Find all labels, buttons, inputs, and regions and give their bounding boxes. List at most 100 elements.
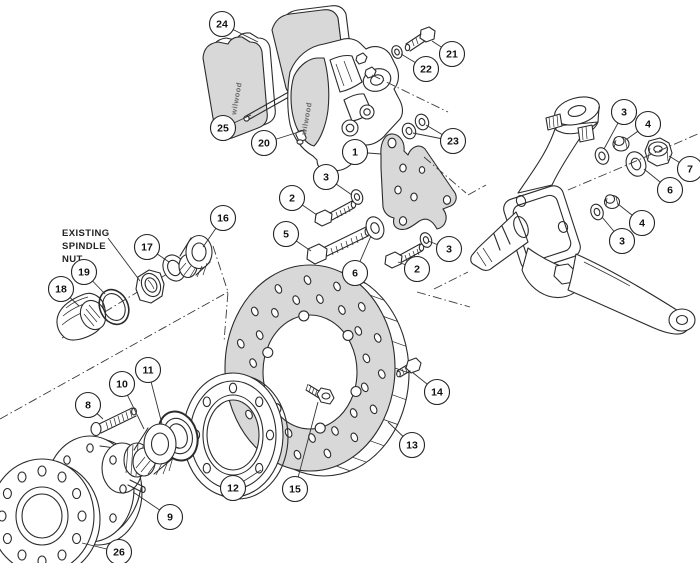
callout-8: 8 <box>74 391 104 420</box>
callout-number: 6 <box>352 268 358 280</box>
callout-number: 7 <box>687 164 693 176</box>
bolt-2-upper <box>314 200 357 227</box>
callout-number: 24 <box>216 19 228 31</box>
callout-circle <box>656 176 684 204</box>
callout-number: 3 <box>619 236 625 248</box>
svg-text:EXISTING SPINDLE N: EXISTING SPINDLE NUT <box>62 228 113 265</box>
callout-15: 15 <box>281 401 319 503</box>
callout-number: 2 <box>414 264 420 276</box>
callout-number: 8 <box>85 400 91 412</box>
steering-knuckle <box>470 96 696 335</box>
callout-circle <box>341 259 369 287</box>
callout-circle <box>398 431 426 459</box>
callout-circle <box>219 474 247 502</box>
callout-12: 12 <box>219 469 262 502</box>
callout-number: 12 <box>227 483 239 495</box>
callout-circle <box>403 255 431 283</box>
callout-circle <box>47 275 75 303</box>
washer-3-right-upper <box>594 147 610 165</box>
callout-circle <box>435 235 463 263</box>
spindle-tip-flats <box>476 247 493 267</box>
callout-circle <box>439 127 467 155</box>
inner-bearing <box>132 423 177 477</box>
bearing-rollers <box>178 262 208 278</box>
callout-number: 3 <box>323 172 329 184</box>
callout-14: 14 <box>411 371 451 406</box>
callout-number: 11 <box>142 365 153 377</box>
callout-3: 3 <box>601 216 636 255</box>
callout-number: 3 <box>621 107 627 119</box>
callout-number: 19 <box>78 267 90 279</box>
existing-spindle-nut <box>135 269 165 304</box>
hub-press-stud <box>127 479 146 494</box>
callout-22: 22 <box>400 53 440 83</box>
callout-circle <box>208 10 236 38</box>
callout-circle <box>272 220 300 248</box>
callout-circle <box>74 391 102 419</box>
callout-13: 13 <box>387 421 426 459</box>
callout-25: 25 <box>209 114 252 142</box>
callout-3: 3 <box>427 235 463 263</box>
callout-number: 5 <box>283 229 289 241</box>
callout-circle <box>209 204 237 232</box>
brake-rotor <box>224 264 410 477</box>
bracket-washers <box>401 113 430 140</box>
callout-10: 10 <box>108 370 145 430</box>
drive-flange <box>0 458 101 563</box>
washer-6-right <box>625 151 647 177</box>
callout-26: 26 <box>81 538 133 563</box>
callout-number: 20 <box>258 138 270 150</box>
existing-spindle-nut-label: EXISTING SPINDLE NUT <box>62 228 141 282</box>
rotor-center-notches <box>262 310 362 434</box>
assembly-centerlines-front <box>371 74 700 308</box>
callout-circle <box>278 184 306 212</box>
callout-number: 1 <box>352 147 358 159</box>
washer-3-lower <box>419 232 433 248</box>
callout-circle <box>250 129 278 157</box>
callout-19: 19 <box>70 258 106 295</box>
stud-threads <box>105 409 133 430</box>
callout-2: 2 <box>278 184 318 216</box>
callout-circle <box>608 227 636 255</box>
callout-number: 4 <box>639 218 645 230</box>
callout-circle <box>134 356 162 384</box>
callout-4: 4 <box>626 110 662 140</box>
callout-circle <box>341 138 369 166</box>
banjo-bolt <box>404 26 436 52</box>
label-line-3: NUT <box>62 254 83 265</box>
caliper-bracket <box>380 133 457 230</box>
dust-cap <box>56 292 107 341</box>
callout-4: 4 <box>617 203 656 237</box>
callout-circle <box>438 40 466 68</box>
wheel-stud <box>90 407 137 437</box>
callout-circle <box>281 475 309 503</box>
rotor-adapter-hat <box>182 372 289 500</box>
callout-5: 5 <box>272 220 312 252</box>
callout-16: 16 <box>202 204 237 248</box>
callout-number: 18 <box>55 284 67 296</box>
callout-circle <box>634 110 662 138</box>
callout-circle <box>676 155 700 183</box>
callout-2: 2 <box>397 255 431 283</box>
callout-9: 9 <box>132 491 184 531</box>
callout-7: 7 <box>668 155 700 183</box>
crush-washer <box>391 45 403 59</box>
callout-number: 4 <box>645 119 651 131</box>
callout-1: 1 <box>341 138 382 166</box>
callout-number: 22 <box>420 64 432 76</box>
callout-number: 6 <box>667 185 673 197</box>
rotor-register-bolt <box>305 383 335 405</box>
callout-number: 10 <box>116 379 128 391</box>
callout-number: 16 <box>217 213 229 225</box>
callout-number: 9 <box>167 512 173 524</box>
callout-20: 20 <box>250 129 306 157</box>
callout-leader <box>294 401 319 490</box>
callout-number: 25 <box>217 123 229 135</box>
callout-number: 14 <box>431 387 443 399</box>
label-line-1: EXISTING <box>62 228 110 239</box>
kingpin-lock-bosses <box>545 113 595 143</box>
callout-number: 2 <box>289 193 295 205</box>
callout-24: 24 <box>208 10 259 43</box>
callout-circle <box>423 378 451 406</box>
